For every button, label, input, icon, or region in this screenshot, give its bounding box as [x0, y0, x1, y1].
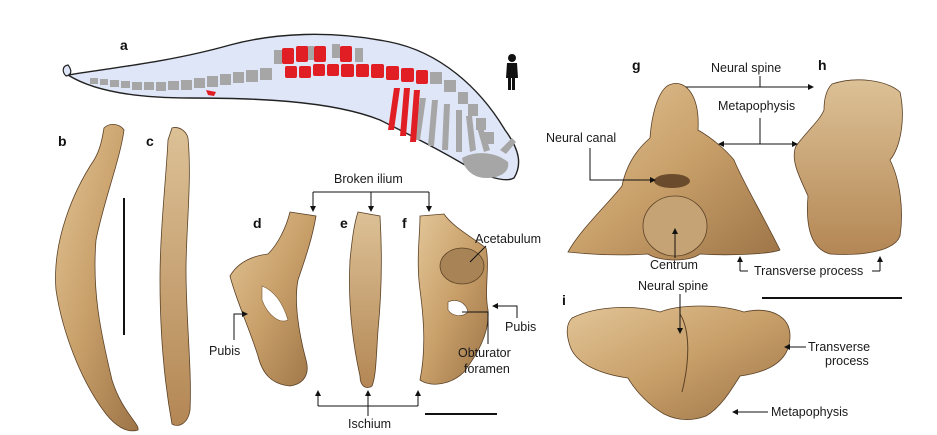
- panel-d-foramen: [261, 285, 289, 322]
- panels-g-h-vertebrae: g h Neural spine Metapophysis Neural can…: [546, 57, 903, 278]
- panel-a-whale-diagram: a: [62, 33, 520, 181]
- panel-label-b: b: [58, 133, 67, 149]
- panel-label-a: a: [120, 37, 128, 53]
- neural-spine-top-label: Neural spine: [711, 61, 781, 75]
- pubis-right-pointer: [496, 305, 518, 318]
- panel-label-h: h: [818, 57, 827, 73]
- pubis-left-pointer: [233, 313, 244, 340]
- acetabulum-shape: [439, 247, 485, 285]
- vertebral-column: [90, 44, 516, 178]
- panel-label-f: f: [402, 215, 407, 231]
- neural-canal-pointer: [589, 148, 652, 181]
- highlighted-vertebrae: [206, 46, 428, 142]
- panel-b-bone-image: [55, 124, 139, 432]
- transverse-process-gh-label: Transverse process: [754, 264, 863, 278]
- transverse-process-i-label-2: process: [825, 354, 869, 368]
- metapophysis-pointer: [722, 118, 794, 145]
- centrum-label: Centrum: [650, 258, 698, 272]
- metapophysis-label: Metapophysis: [718, 99, 795, 113]
- broken-ilium-label: Broken ilium: [334, 172, 403, 186]
- obturator-foramen-label-2: foramen: [464, 362, 510, 376]
- panel-b-bone: b: [55, 124, 139, 432]
- ischium-label: Ischium: [348, 417, 391, 431]
- panel-i-vertebra: i Neural spine Transverse process Metapo…: [562, 279, 870, 420]
- acetabulum-pointer: [469, 245, 487, 263]
- neural-spine-top-pointer: [678, 76, 810, 88]
- whale-tail-fluke: [62, 64, 72, 77]
- panel-label-c: c: [146, 133, 154, 149]
- obturator-foramen-label-1: Obturator: [458, 346, 511, 360]
- panel-e-pelvis-image: [349, 211, 382, 388]
- panel-label-g: g: [632, 57, 641, 73]
- panel-label-i: i: [562, 292, 566, 308]
- ischium-bracket: [317, 394, 419, 416]
- transverse-process-i-label-1: Transverse: [808, 340, 870, 354]
- panel-i-neural-spine-ridge: [679, 313, 689, 393]
- broken-ilium-arrowheads: [310, 206, 432, 212]
- human-silhouette-icon: [506, 54, 518, 90]
- panel-c-bone: c: [146, 127, 191, 426]
- panels-d-e-f-pelvis: Broken ilium d e f Acetabulum Pubis Pubi…: [209, 172, 541, 431]
- pubis-left-label: Pubis: [209, 344, 240, 358]
- metapophysis-i-label: Metapophysis: [771, 405, 848, 419]
- broken-ilium-bracket: [312, 191, 430, 210]
- transverse-process-gh-pointer: [739, 260, 881, 272]
- panel-c-bone-image: [159, 127, 191, 426]
- pubis-right-label: Pubis: [505, 320, 536, 334]
- panel-g-vertebra-image: [567, 83, 781, 261]
- obturator-foramen-pointer: [462, 311, 489, 344]
- neural-spine-i-label: Neural spine: [638, 279, 708, 293]
- neural-canal-shape: [654, 174, 690, 188]
- panel-h-vertebra-image: [793, 79, 903, 255]
- neural-canal-label: Neural canal: [546, 131, 616, 145]
- panel-label-e: e: [340, 215, 348, 231]
- acetabulum-label: Acetabulum: [475, 232, 541, 246]
- panel-label-d: d: [253, 215, 262, 231]
- panel-i-vertebra-image: [566, 305, 791, 420]
